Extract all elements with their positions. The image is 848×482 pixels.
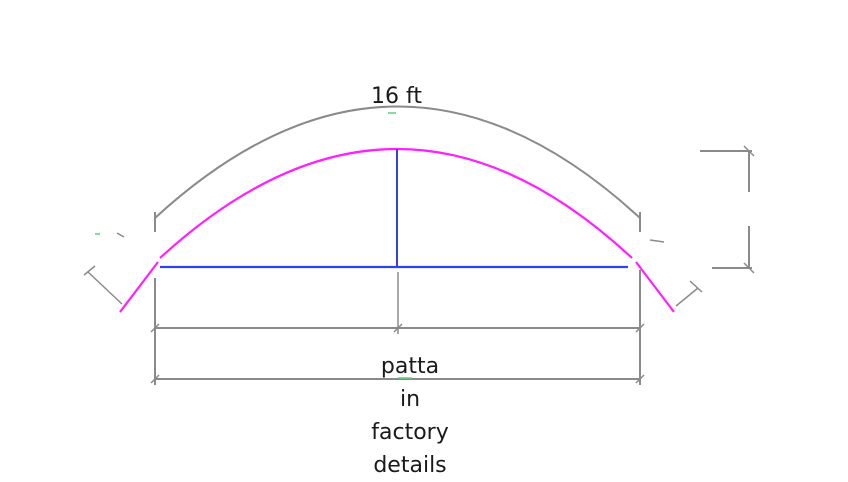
height-dim-tick-top: [743, 145, 755, 157]
left-end-tick-a: [83, 265, 96, 276]
outer-dimension-arc: [154, 105, 641, 219]
right-end-dimension: [675, 287, 699, 307]
full-dim-tick-right: [635, 374, 645, 384]
left-end-tick-b: [116, 232, 125, 238]
arch-left-end: [119, 261, 159, 313]
half-dim-tick-left: [150, 323, 160, 333]
half-dim-tick-mid: [393, 323, 403, 333]
right-end-tick-b: [649, 239, 665, 243]
half-dim-tick-right: [635, 323, 645, 333]
full-dim-tick-left: [150, 374, 160, 384]
right-end-tick-a: [689, 280, 703, 293]
span-dimension-label: 16 ft: [371, 84, 422, 109]
left-end-dimension: [87, 271, 123, 305]
height-dim-tick-bottom: [743, 262, 755, 274]
bottom-note-label: patta in factory details: [371, 354, 449, 478]
arch-right-end: [635, 261, 675, 313]
